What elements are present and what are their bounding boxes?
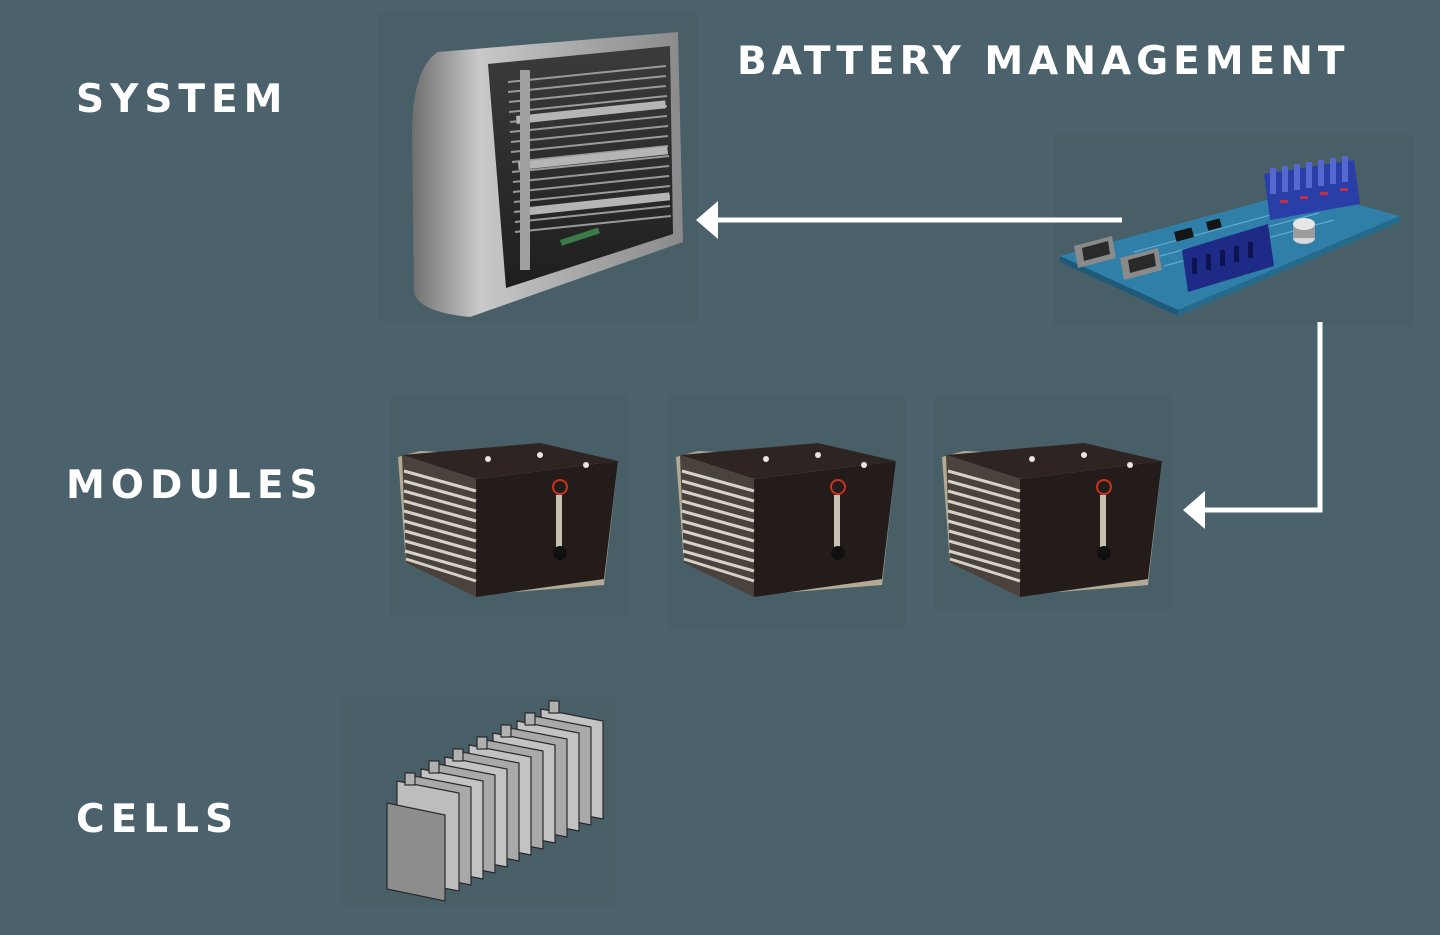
system-label: SYSTEM (76, 77, 289, 122)
arrow-bms-to-modules (1183, 322, 1323, 529)
bms-circuit-board-icon (1060, 156, 1400, 316)
cells-label: CELLS (76, 797, 240, 842)
battery-system-cabinet-icon (412, 32, 683, 317)
battery-module-image-3 (934, 395, 1172, 610)
battery-cells-stack-icon (386, 700, 604, 902)
battery-module-icon (398, 443, 618, 597)
cells-image (341, 695, 617, 907)
battery-module-icon (942, 443, 1162, 597)
battery-module-icon (676, 443, 896, 597)
modules-label: MODULES (66, 463, 324, 508)
battery-module-image-1 (390, 395, 628, 617)
battery-management-image (1054, 134, 1414, 326)
battery-system-image (378, 12, 698, 322)
battery-management-label: BATTERY MANAGEMENT (737, 39, 1350, 84)
battery-module-image-2 (668, 395, 906, 629)
